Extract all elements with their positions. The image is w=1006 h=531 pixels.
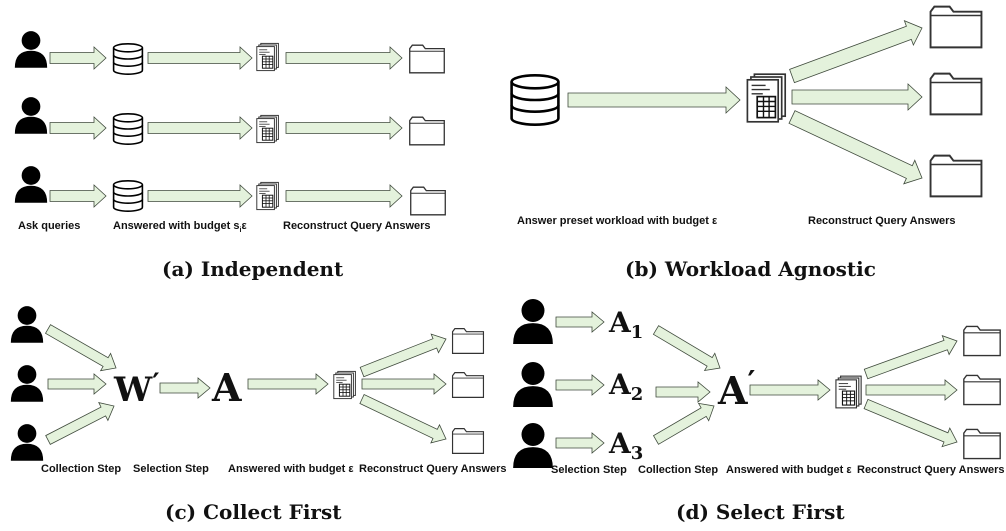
- caption-b: (b) Workload Agnostic: [625, 257, 876, 281]
- flow-arrow: [49, 116, 107, 140]
- folder-icon: [929, 72, 983, 116]
- label-collection-step: Collection Step: [41, 463, 121, 475]
- user-icon: [10, 365, 44, 402]
- node-a1: A1: [608, 306, 643, 343]
- flow-arrow: [285, 46, 403, 70]
- user-icon: [14, 166, 48, 203]
- folder-icon: [409, 116, 445, 146]
- flow-arrow: [285, 184, 403, 208]
- database-icon: [510, 74, 560, 126]
- user-icon: [10, 306, 44, 343]
- database-icon: [112, 112, 144, 146]
- node-a-prime: A′: [717, 365, 755, 413]
- caption-d: (d) Select First: [676, 500, 845, 524]
- label-selection-step: Selection Step: [133, 463, 209, 475]
- flow-arrow: [791, 83, 923, 111]
- flow-arrow: [655, 381, 711, 403]
- flow-arrow: [789, 19, 923, 84]
- caption-a: (a) Independent: [162, 257, 344, 281]
- flow-arrow: [652, 325, 721, 372]
- document-table-icon: [835, 375, 862, 409]
- user-icon: [14, 97, 48, 134]
- database-icon: [112, 179, 144, 213]
- flow-arrow: [49, 184, 107, 208]
- folder-icon: [963, 325, 1001, 357]
- document-table-icon: [333, 370, 356, 400]
- flow-arrow: [865, 379, 958, 401]
- document-table-icon: [256, 42, 279, 72]
- flow-arrow: [555, 374, 605, 396]
- label-reconstruct: Reconstruct Query Answers: [808, 215, 956, 227]
- user-icon: [14, 31, 48, 68]
- flow-arrow: [47, 373, 107, 395]
- flow-arrow: [247, 373, 329, 395]
- panel-c: W′ A Collection Step Selection Step Answ…: [10, 306, 507, 524]
- flow-arrow: [45, 402, 115, 445]
- node-a2: A2: [608, 368, 643, 405]
- flow-arrow: [147, 46, 253, 70]
- document-table-icon: [256, 181, 279, 211]
- user-icon: [513, 362, 553, 407]
- user-icon: [513, 299, 553, 344]
- flow-arrow: [44, 324, 117, 372]
- folder-icon: [929, 154, 983, 198]
- label-reconstruct: Reconstruct Query Answers: [359, 463, 507, 475]
- label-selection-step: Selection Step: [551, 464, 627, 476]
- database-icon: [112, 42, 144, 76]
- label-reconstruct: Reconstruct Query Answers: [857, 464, 1005, 476]
- label-answered-budget: Answered with budget siε: [113, 220, 247, 234]
- flow-arrow: [863, 398, 958, 448]
- flow-arrow: [863, 335, 958, 380]
- document-table-icon: [746, 73, 787, 123]
- panel-a: Ask queries Answered with budget siε Rec…: [14, 31, 446, 281]
- panel-b: Answer preset workload with budget ε Rec…: [510, 5, 983, 281]
- flow-arrow: [555, 311, 605, 333]
- flow-arrow: [285, 116, 403, 140]
- flow-arrow: [359, 393, 447, 444]
- flow-arrow: [567, 86, 741, 114]
- node-a3: A3: [608, 427, 643, 464]
- node-w-prime: W′: [113, 367, 160, 410]
- node-a: A: [211, 365, 242, 410]
- label-answer-preset: Answer preset workload with budget ε: [517, 215, 718, 227]
- flow-arrow: [159, 377, 211, 399]
- folder-icon: [963, 428, 1001, 460]
- folder-icon: [410, 186, 446, 216]
- flow-arrow: [555, 432, 605, 454]
- folder-icon: [409, 44, 445, 74]
- caption-c: (c) Collect First: [165, 500, 342, 524]
- label-answered-budget: Answered with budget ε: [726, 464, 852, 476]
- document-table-icon: [256, 114, 279, 144]
- label-reconstruct: Reconstruct Query Answers: [283, 220, 431, 232]
- flow-arrow: [147, 184, 253, 208]
- label-ask-queries: Ask queries: [18, 220, 80, 232]
- flow-arrow: [359, 333, 447, 378]
- user-icon: [513, 423, 553, 468]
- label-answered-budget: Answered with budget ε: [228, 463, 354, 475]
- label-collection-step: Collection Step: [638, 464, 718, 476]
- folder-icon: [451, 328, 485, 354]
- flow-arrow: [49, 46, 107, 70]
- flow-arrow: [147, 116, 253, 140]
- flow-arrow: [788, 110, 923, 185]
- folder-icon: [451, 428, 485, 454]
- flow-arrow: [749, 379, 831, 401]
- flow-arrow: [652, 402, 715, 445]
- folder-icon: [451, 372, 485, 398]
- user-icon: [10, 424, 44, 461]
- panel-d: A1 A2 A3 A′ Selection Step Collection St…: [513, 299, 1005, 524]
- folder-icon: [929, 5, 983, 49]
- flow-arrows: [44, 19, 958, 454]
- folder-icon: [963, 374, 1001, 406]
- flow-arrow: [361, 373, 447, 395]
